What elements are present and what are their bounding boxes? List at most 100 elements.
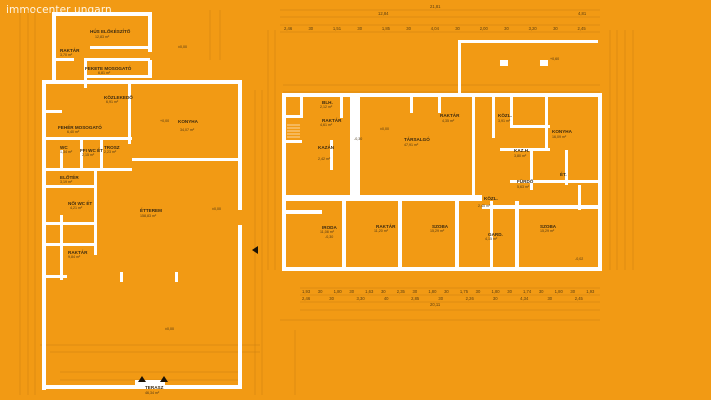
left-room-labels: HÚS ELŐKÉSZÍTŐ 12,83 m² RAKTÁR 3,70 m² F… xyxy=(58,27,199,395)
dimension-value: 1,75 xyxy=(460,289,469,294)
dimension-labels: 21,81 12,84 4,81 20,11 xyxy=(378,4,587,307)
room-area: 3,91 m² xyxy=(498,119,511,123)
dimension-value: 30 xyxy=(438,296,443,301)
room-label: RAKTÁR xyxy=(322,117,342,123)
right-building-walls xyxy=(282,40,602,271)
room-label: WC xyxy=(60,145,68,150)
room-label: TROSZ xyxy=(104,145,120,150)
dimension-value: 3,30 xyxy=(357,296,366,301)
dimension-value: 2,45 xyxy=(578,26,587,31)
room-area: 15,29 m² xyxy=(540,229,555,233)
dimension-value: 30 xyxy=(553,26,558,31)
dimension-value: 30 xyxy=(413,289,418,294)
room-label: HÚS ELŐKÉSZÍTŐ xyxy=(90,27,131,34)
dim-top-overall: 21,81 xyxy=(430,4,441,9)
room-label: FEHÉR MOSOGATÓ xyxy=(58,123,102,130)
dimension-value: 30 xyxy=(539,289,544,294)
dimension-value: 2,45 xyxy=(575,296,584,301)
dimension-value: 2,00 xyxy=(480,26,489,31)
room-area: 3,80 m² xyxy=(514,154,527,158)
room-label: BLH. xyxy=(322,100,333,105)
room-label: RAKTÁR xyxy=(60,47,80,53)
level-mark: -0,30 xyxy=(325,235,333,239)
room-label: TÁRSALGÓ xyxy=(404,135,430,142)
dimension-value: 4,34 xyxy=(520,296,529,301)
dimension-value: 30 xyxy=(455,26,460,31)
dimension-value: 40 xyxy=(384,296,389,301)
level-mark: ±0,00 xyxy=(380,127,389,131)
room-area: 2,23 m² xyxy=(104,150,117,154)
room-area: 46,34 m² xyxy=(145,391,160,395)
room-area: 5,63 m² xyxy=(517,185,530,189)
room-area: 2,12 m² xyxy=(320,105,333,109)
dimension-value: 30 xyxy=(507,289,512,294)
level-mark: +0,60 xyxy=(550,57,559,61)
dimension-value: 2,85 xyxy=(411,296,420,301)
dimension-value: 30 xyxy=(570,289,575,294)
room-area: 15,29 m² xyxy=(430,229,445,233)
room-label: RAKTÁR xyxy=(68,249,88,255)
dimension-value: 30 xyxy=(308,26,313,31)
dim-top-right: 4,81 xyxy=(578,11,587,16)
room-label: KÖZLEKEDŐ xyxy=(104,94,133,100)
room-label: KAZ.H. xyxy=(514,148,529,153)
room-area: 158,83 m² xyxy=(140,214,157,218)
room-area: 16,09 m² xyxy=(552,135,567,139)
room-area: 3,19 m² xyxy=(60,180,73,184)
dimension-value: 1,51 xyxy=(333,26,342,31)
dimension-value: 1,93 xyxy=(586,289,595,294)
staircase xyxy=(287,124,300,138)
dimension-value: 30 xyxy=(318,289,323,294)
room-label: IRODA xyxy=(322,225,337,230)
room-area: 1,34 m² xyxy=(60,150,73,154)
level-mark: ±0,00 xyxy=(212,207,221,211)
room-area: 4,21 m² xyxy=(70,206,83,210)
dim-top-mid: 12,84 xyxy=(378,11,389,16)
room-label: KONYHA xyxy=(552,129,573,134)
room-area: 4,15 m² xyxy=(485,237,498,241)
room-area: 2,42 m² xyxy=(318,157,331,161)
dimension-value: 30 xyxy=(476,289,481,294)
room-area: 4,61 m² xyxy=(320,123,333,127)
dimension-value: 30 xyxy=(406,26,411,31)
room-label: SZOBA xyxy=(540,224,557,229)
dimension-value: 1,93 xyxy=(302,289,311,294)
dimension-value: 1,63 xyxy=(365,289,374,294)
dimension-value: 1,80 xyxy=(428,289,437,294)
room-label: ÉT. xyxy=(560,170,567,177)
room-area: 2,45 m² xyxy=(478,204,491,208)
dimension-value: 1,80 xyxy=(491,289,500,294)
level-mark: -0,02 xyxy=(575,257,583,261)
room-label: FEKETE MOSOGATÓ xyxy=(85,64,132,71)
room-area: 47,91 m² xyxy=(404,143,419,147)
room-label: KONYHA xyxy=(178,119,199,124)
level-mark: ±0,00 xyxy=(178,45,187,49)
dimension-value: 4,04 xyxy=(431,26,440,31)
room-label: TERASZ xyxy=(145,385,164,390)
dimension-value: 30 xyxy=(547,296,552,301)
dim-bottom-overall: 20,11 xyxy=(430,302,441,307)
level-marks: ±0,00 +0,00 -0,30 ±0,00 -0,30 ±0,00 +0,6… xyxy=(160,45,583,331)
dimension-value: 30 xyxy=(329,296,334,301)
dimension-value: 30 xyxy=(349,289,354,294)
level-mark: +0,00 xyxy=(160,119,169,123)
dimension-value: 1,85 xyxy=(382,26,391,31)
room-label: KÖZL. xyxy=(484,195,498,201)
room-label: FFI WC ÉT xyxy=(80,146,103,153)
dimension-value: 30 xyxy=(381,289,386,294)
room-label: ELŐTÉR xyxy=(60,173,79,180)
room-label: KÖZL. xyxy=(498,112,512,118)
room-area: 2,15 m² xyxy=(82,153,95,157)
room-area: 6,91 m² xyxy=(106,100,119,104)
room-area: 9,84 m² xyxy=(68,255,81,259)
room-area: 11,20 m² xyxy=(374,229,389,233)
room-label: RAKTÁR xyxy=(376,223,396,229)
dimension-value: 1,74 xyxy=(523,289,532,294)
right-room-labels: BLH. 2,12 m² RAKTÁR 4,61 m² KAZÁN 2,42 m… xyxy=(318,100,573,241)
left-building-walls xyxy=(42,12,242,390)
room-area: 11,08 m² xyxy=(320,230,335,234)
dimension-value: 30 xyxy=(357,26,362,31)
